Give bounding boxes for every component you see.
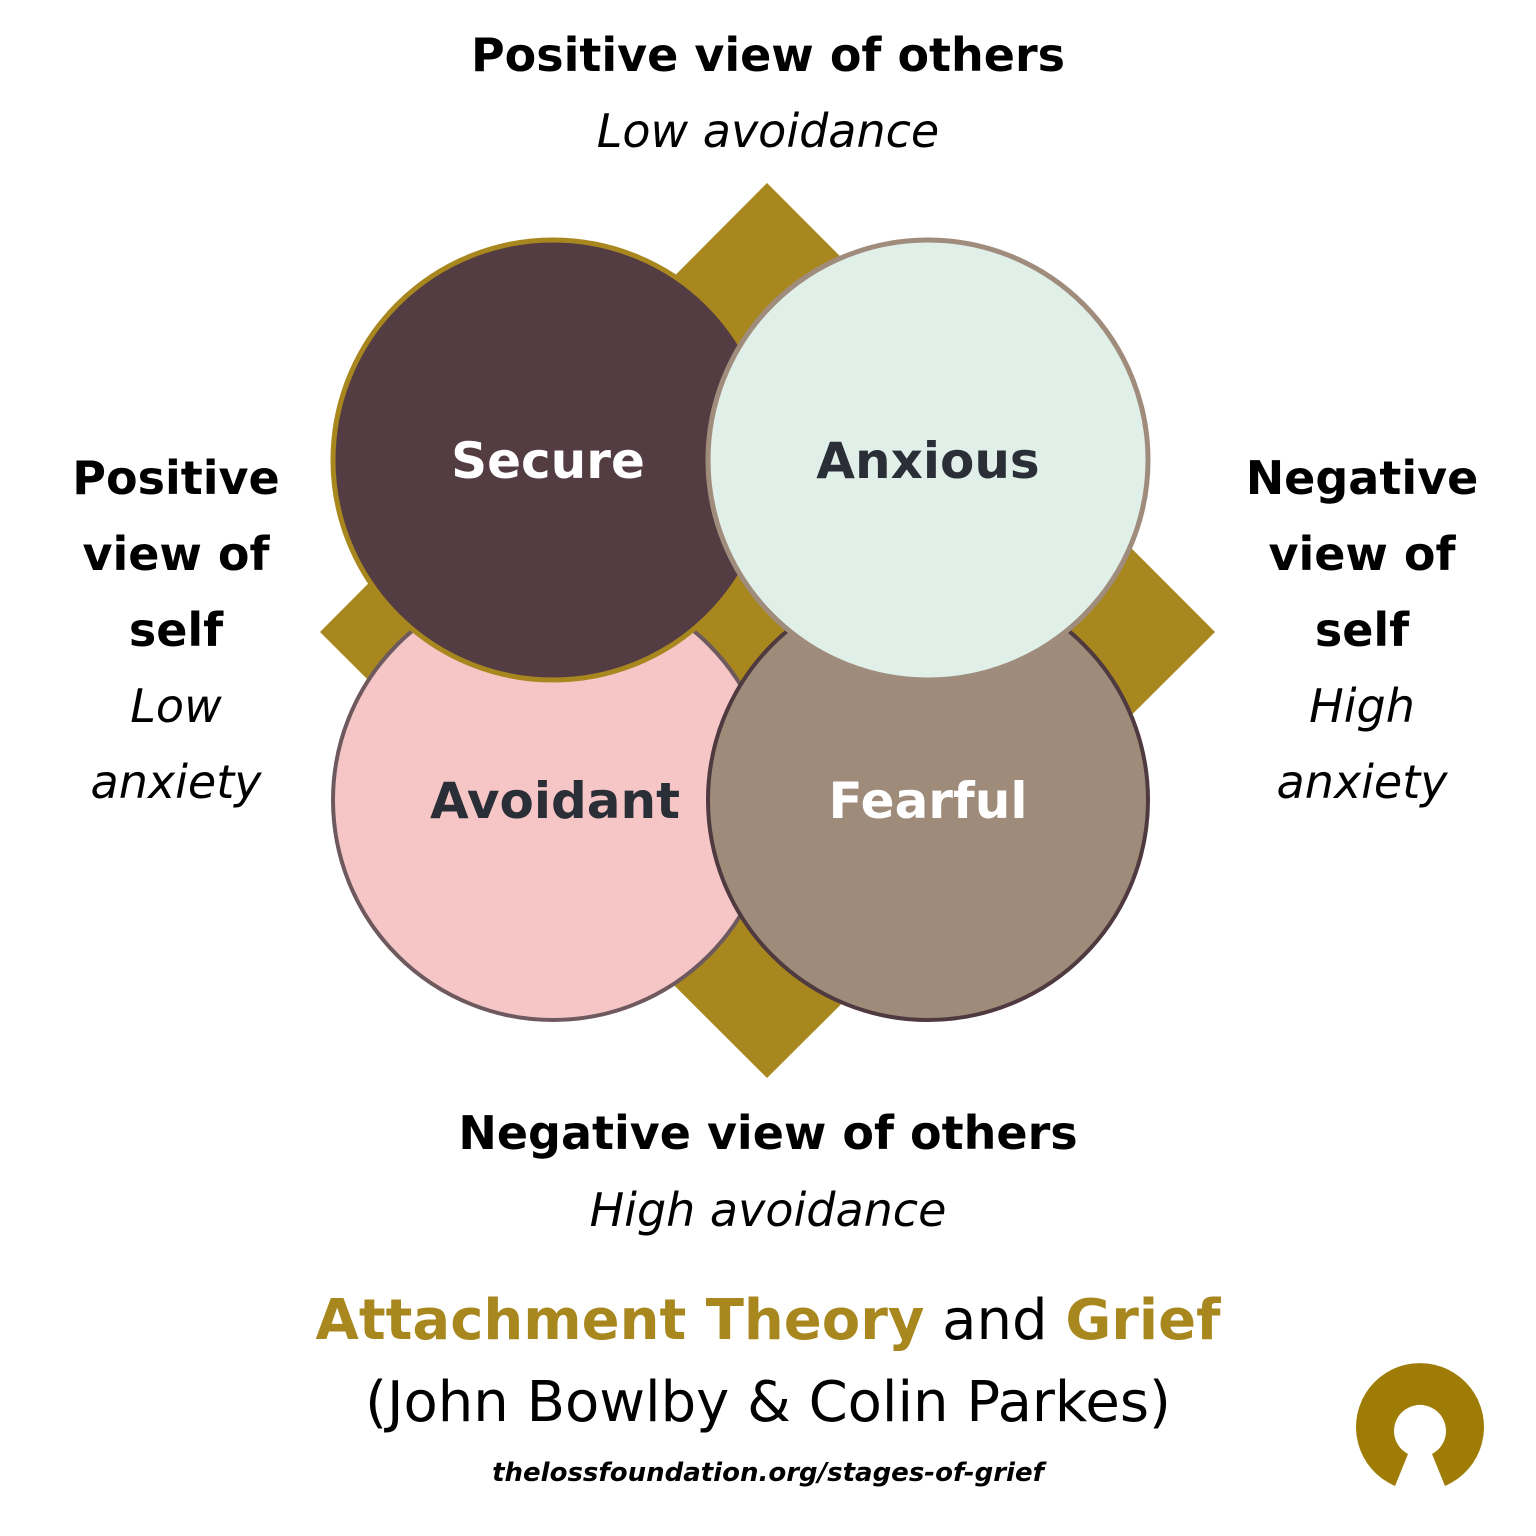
axis-bottom-subtitle: High avoidance bbox=[589, 1183, 947, 1237]
axis-right-title-line: view of bbox=[1268, 527, 1456, 581]
secure-label: Secure bbox=[451, 432, 645, 490]
axis-left-title-line: view of bbox=[82, 527, 270, 581]
axis-right-subtitle-line: anxiety bbox=[1276, 755, 1448, 809]
anxious-label: Anxious bbox=[816, 432, 1039, 490]
axis-right-title-line: self bbox=[1314, 603, 1410, 657]
axis-right-label: Negative view of self High anxiety bbox=[1212, 440, 1512, 820]
anxious-circle bbox=[705, 237, 1151, 683]
loss-foundation-logo-icon bbox=[1356, 1363, 1484, 1486]
fearful-label: Fearful bbox=[829, 772, 1028, 830]
axis-left-label: Positive view of self Low anxiety bbox=[26, 440, 326, 820]
axis-left-subtitle-line: Low bbox=[130, 679, 222, 733]
footer-title-and: and bbox=[924, 1288, 1066, 1353]
axis-top-title: Positive view of others bbox=[470, 28, 1066, 82]
footer-url[interactable]: thelossfoundation.org/stages-of-grief bbox=[492, 1458, 1044, 1488]
footer-authors: (John Bowlby & Colin Parkes) bbox=[365, 1370, 1171, 1435]
footer-title-grief: Grief bbox=[1065, 1288, 1221, 1353]
axis-left-title-line: self bbox=[128, 603, 224, 657]
avoidant-label: Avoidant bbox=[430, 772, 680, 830]
axis-top-subtitle: Low avoidance bbox=[596, 104, 940, 158]
axis-bottom-title: Negative view of others bbox=[458, 1106, 1078, 1160]
axis-right-title-line: Negative bbox=[1245, 451, 1479, 505]
axis-right-subtitle-line: High bbox=[1309, 679, 1415, 733]
axis-left-subtitle-line: anxiety bbox=[90, 755, 262, 809]
footer-title-attachment-theory: Attachment Theory bbox=[315, 1288, 925, 1353]
footer-title: Attachment Theory and Grief bbox=[0, 1288, 1536, 1353]
axis-left-title-line: Positive bbox=[72, 451, 280, 505]
